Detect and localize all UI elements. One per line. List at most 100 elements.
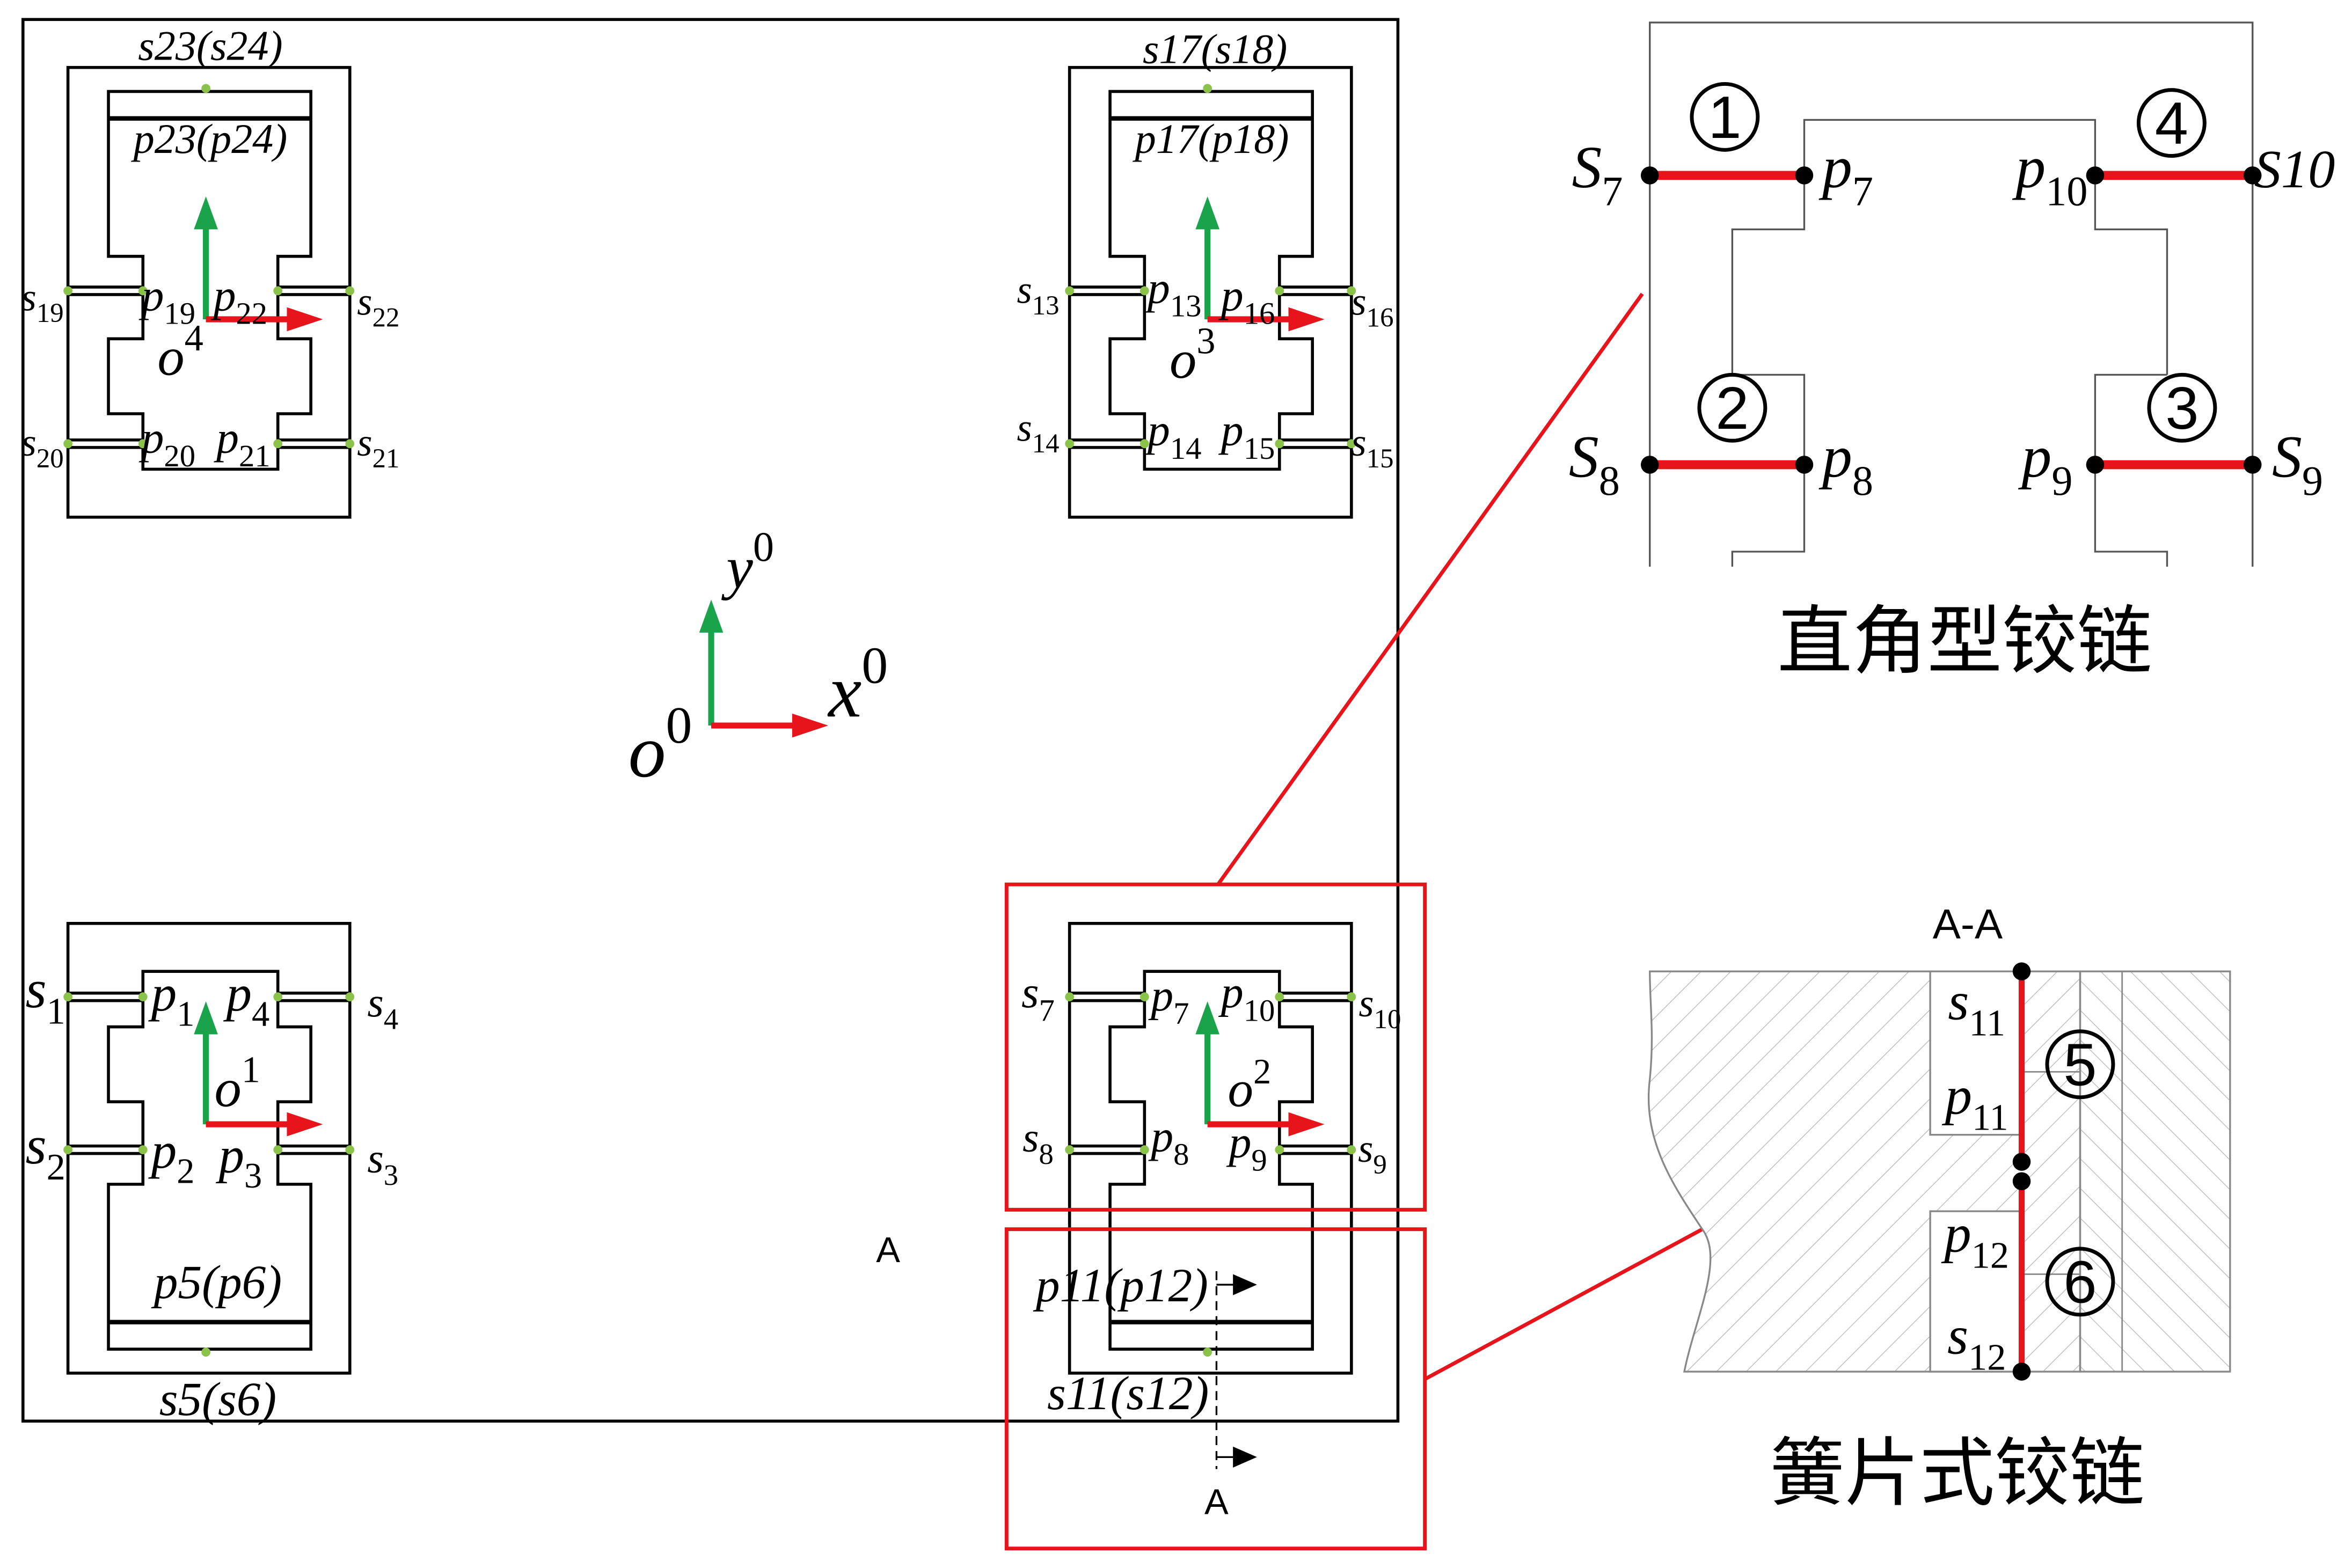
label-S8: S8 <box>1569 423 1620 504</box>
label-y0: y0 <box>721 523 774 601</box>
label-p3: p3 <box>215 1127 262 1196</box>
highlight-box-right-angle <box>1004 882 1427 1212</box>
label-s22: s22 <box>357 280 399 333</box>
label-p10: p10 <box>2012 134 2087 215</box>
circled-number <box>1697 372 1767 443</box>
label-p2: p2 <box>148 1122 195 1191</box>
label-p17-p18-: p17(p18) <box>1133 115 1289 162</box>
node-point <box>273 439 283 449</box>
label-p12: p12 <box>1941 1204 2009 1277</box>
x-arrowhead <box>1288 307 1325 332</box>
circled-number <box>1690 82 1760 152</box>
circled-number-text: 4 <box>2155 90 2188 157</box>
node-point <box>1065 992 1075 1002</box>
section-arrow-top <box>1233 1274 1257 1295</box>
node-point <box>1275 1145 1284 1154</box>
label-s3: s3 <box>367 1135 398 1191</box>
label-p7: p7 <box>1818 134 1873 215</box>
circled-number-text: 2 <box>1715 375 1749 442</box>
right-angle-hinge-caption: 直角型铰链 <box>1777 597 2152 685</box>
node-point <box>273 992 283 1002</box>
label-p23-p24-: p23(p24) <box>131 115 288 162</box>
section-arrow-label: A <box>1204 1482 1229 1522</box>
label-s5-s6-: s5(s6) <box>159 1373 276 1426</box>
label-o1: o1 <box>215 1049 260 1118</box>
circled-number <box>2136 88 2207 158</box>
circled-number <box>2045 1029 2115 1100</box>
node-point <box>1275 992 1284 1002</box>
node-point <box>63 992 72 1002</box>
y-arrowhead <box>194 1001 218 1035</box>
y-arrowhead <box>194 196 218 230</box>
global-frame <box>699 599 828 738</box>
node-point <box>1065 286 1075 296</box>
label-s16: s16 <box>1351 280 1393 333</box>
label-s2: s2 <box>26 1115 65 1188</box>
node-point <box>1275 286 1284 296</box>
label-p9: p9 <box>2018 423 2073 504</box>
node-point <box>138 1145 148 1154</box>
label-s17-s18-: s17(s18) <box>1143 25 1287 72</box>
node-point <box>1347 1145 1356 1154</box>
node-point <box>1065 1145 1075 1154</box>
label-p14: p14 <box>1145 406 1202 466</box>
base-frame <box>21 18 1400 1423</box>
label-s14: s14 <box>1017 406 1059 458</box>
label-p8: p8 <box>1818 423 1873 504</box>
x-arrowhead <box>287 307 323 332</box>
label-s9: s9 <box>1358 1127 1387 1179</box>
label-s10: s10 <box>1358 981 1401 1034</box>
label-p15: p15 <box>1218 406 1275 466</box>
label-p13: p13 <box>1145 263 1202 323</box>
label-S9: S9 <box>2272 423 2323 504</box>
label-s1: s1 <box>26 959 65 1032</box>
node-point <box>1140 992 1149 1002</box>
node-point <box>1347 286 1356 296</box>
circled-number <box>2147 372 2217 443</box>
label-s8: s8 <box>1022 1113 1054 1170</box>
node-point <box>201 1347 210 1357</box>
node-point <box>1347 439 1356 449</box>
label-p7: p7 <box>1148 971 1189 1031</box>
label-S7: S7 <box>1572 134 1623 215</box>
node-point <box>1065 439 1075 449</box>
mechanism-o3 <box>1065 65 1356 519</box>
y-arrowhead <box>1195 1001 1220 1035</box>
node-point <box>1275 439 1284 449</box>
leader-line-right-angle <box>1216 292 1644 886</box>
label-p19: p19 <box>138 270 195 331</box>
leaf-hinge-caption: 簧片式铰链 <box>1770 1429 2144 1516</box>
label-p16: p16 <box>1218 270 1275 331</box>
label-s11-s12-: s11(s12) <box>1047 1367 1209 1420</box>
label-s20: s20 <box>21 421 64 473</box>
node-point <box>138 439 148 449</box>
y0-arrowhead <box>699 599 724 633</box>
label-o2: o2 <box>1228 1052 1272 1118</box>
node-point <box>345 286 355 296</box>
section-marker-a: A <box>876 1230 900 1270</box>
node-point <box>1203 1347 1212 1357</box>
label-s23-s24-: s23(s24) <box>138 23 282 69</box>
label-s15: s15 <box>1351 421 1393 473</box>
node-point <box>1203 84 1212 93</box>
node-point <box>345 992 355 1002</box>
label-p11: p11 <box>1942 1066 2008 1139</box>
circled-number-text: 5 <box>2063 1031 2097 1098</box>
label-x0: x0 <box>827 636 888 733</box>
circled-number-text: 1 <box>1708 84 1741 151</box>
label-p20: p20 <box>138 413 195 473</box>
label-s13: s13 <box>1017 268 1059 320</box>
section-arrow-bottom <box>1233 1446 1257 1468</box>
label-s4: s4 <box>367 979 398 1035</box>
mechanism-o1 <box>63 922 355 1375</box>
label-p8: p8 <box>1148 1111 1189 1171</box>
label-s7: s7 <box>1021 968 1055 1028</box>
label-p9: p9 <box>1226 1118 1267 1178</box>
label-S10: S10 <box>2254 139 2335 199</box>
modules <box>63 65 1356 1375</box>
label-p1: p1 <box>148 965 195 1034</box>
node-point <box>63 439 72 449</box>
